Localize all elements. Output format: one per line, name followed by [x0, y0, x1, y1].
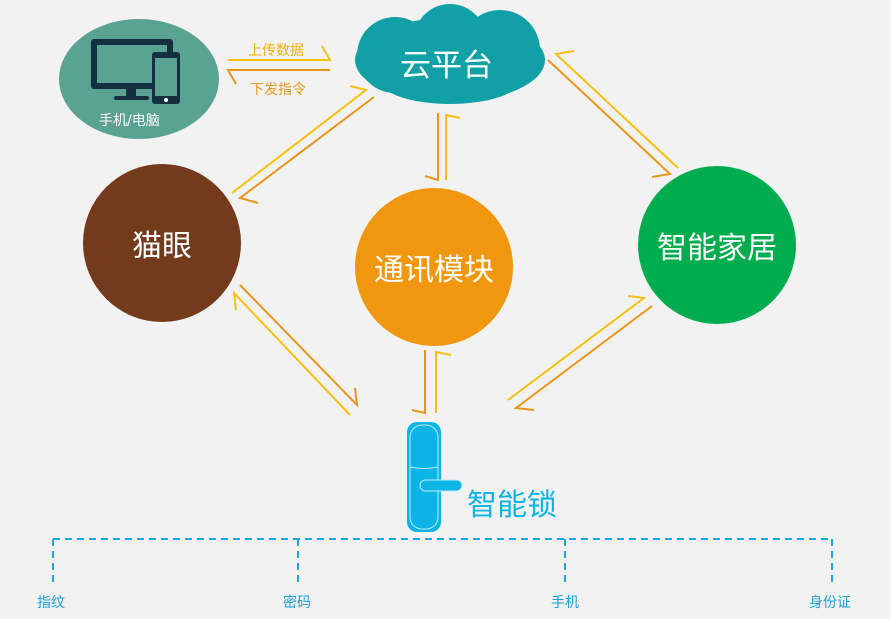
cateye-to-lock-arrow [239, 284, 359, 408]
smart-home-node: 智能家居 [638, 166, 796, 324]
lock-to-comm-arrow [435, 350, 452, 413]
upload-data-label: 上传数据 [248, 43, 304, 59]
comm-to-cloud-arrow [445, 113, 461, 180]
smart-home-label: 智能家居 [657, 231, 777, 266]
home-to-lock-arrow [513, 305, 653, 411]
method-password: 密码 [283, 595, 311, 611]
comm-module-node: 通讯模块 [355, 188, 513, 346]
lock-to-home-arrow [507, 295, 647, 401]
cloud-shape [355, 4, 545, 104]
cateye-to-cloud-arrow [231, 85, 369, 194]
method-fingerprint: 指纹 [37, 595, 65, 611]
cloud-label: 云平台 [400, 48, 493, 84]
cat-eye-node: 猫眼 [83, 164, 241, 322]
send-command-label: 下发指令 [250, 82, 306, 98]
command-arrow [226, 69, 330, 85]
lock-to-cateye-arrow [232, 290, 351, 416]
cloud-to-comm-arrow [424, 113, 439, 182]
comm-to-lock-arrow [411, 350, 426, 415]
home-to-cloud-arrow [553, 50, 679, 169]
cat-eye-label: 猫眼 [132, 229, 192, 264]
device-label: 手机/电脑 [99, 113, 160, 129]
method-id-card: 身份证 [809, 595, 851, 611]
method-phone: 手机 [551, 595, 579, 611]
cloud-to-cateye-arrow [237, 96, 375, 204]
upload-arrow [228, 45, 332, 61]
comm-module-label: 通讯模块 [374, 253, 494, 288]
cloud-to-home-arrow [547, 59, 673, 178]
smart-lock-label: 智能锁 [467, 488, 557, 523]
smart-lock-icon [407, 422, 463, 532]
auth-dashed-tree [52, 538, 833, 587]
computer-phone-icon [91, 39, 180, 104]
